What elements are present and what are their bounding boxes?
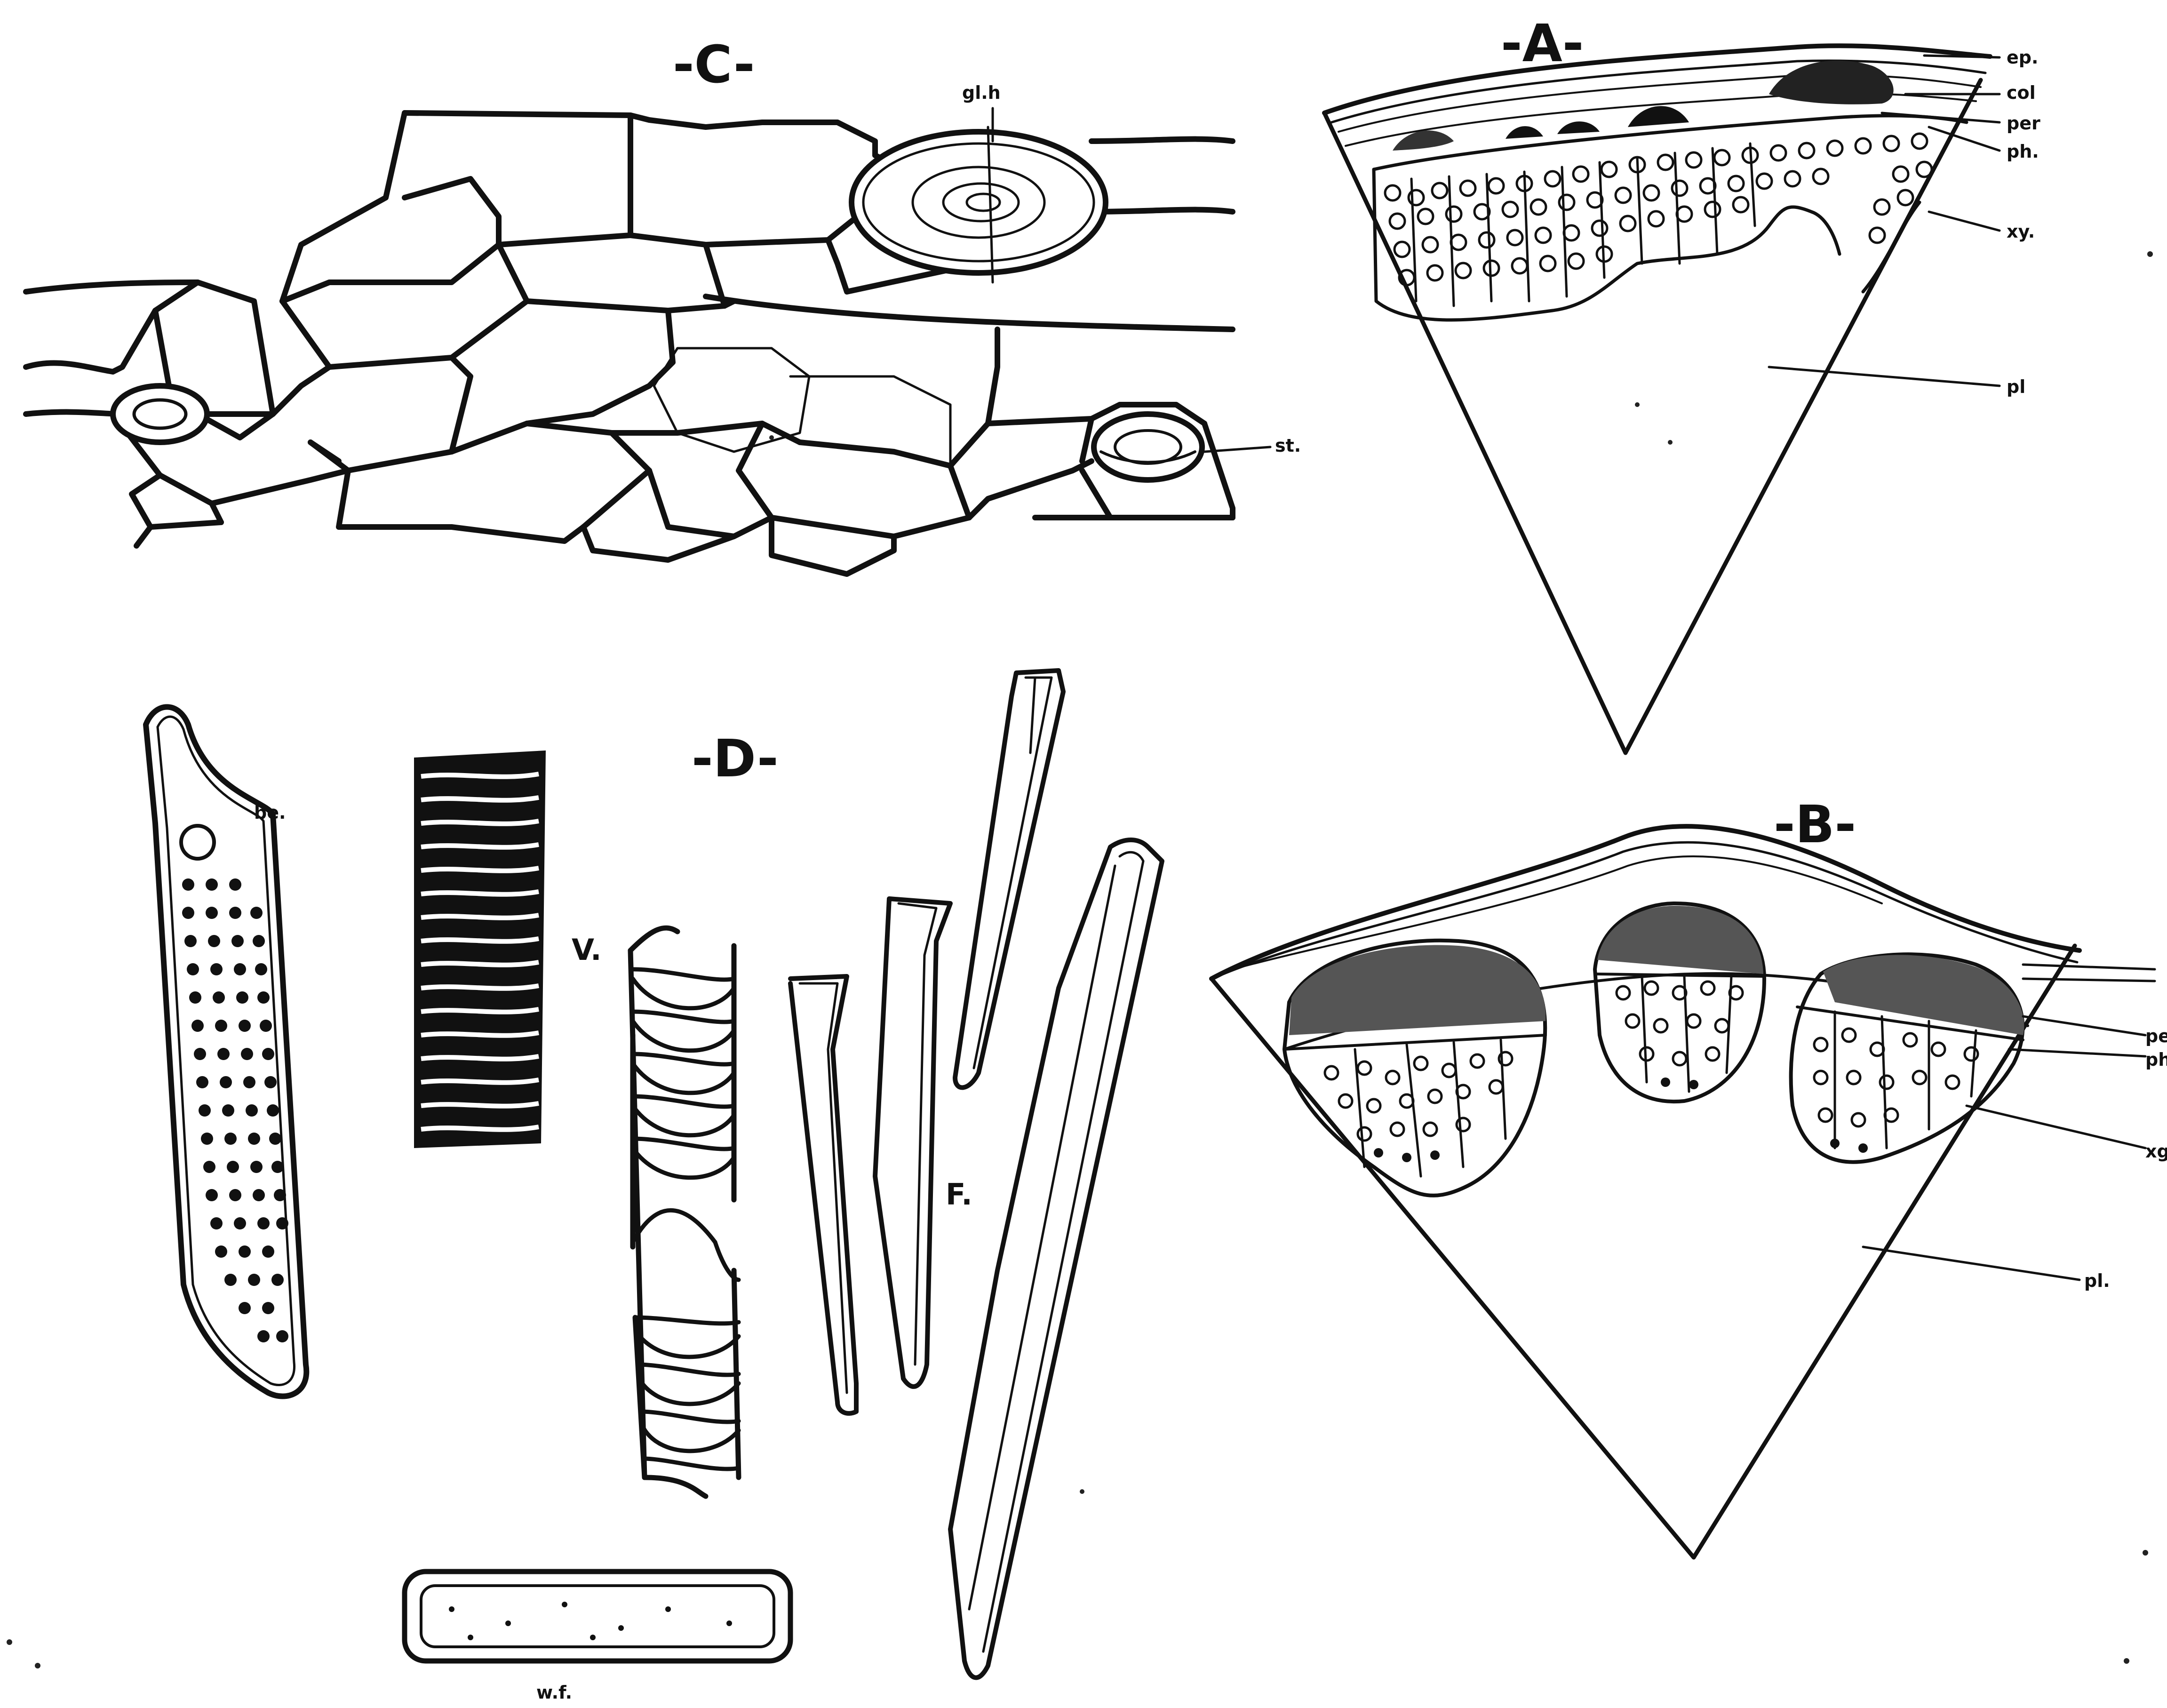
pitted-element-pits [182, 878, 288, 1342]
panel-c: -C- [26, 34, 1301, 574]
panel-c-label: -C- [673, 34, 755, 95]
label-a-xy: xy. [2007, 221, 2035, 242]
panel-a-wedge [1324, 80, 1981, 753]
label-b-xg: xg [2145, 1141, 2167, 1162]
panel-d-label: -D- [692, 728, 779, 789]
label-b-pl: pl. [2084, 1270, 2110, 1291]
label-d-v: V. [572, 933, 602, 967]
panel-a-xylem-outline [1374, 169, 1840, 320]
label-a-col: col [2007, 82, 2036, 103]
panel-a-epidermis [1324, 46, 1990, 113]
label-b-ph: ph. [2145, 1049, 2167, 1070]
stoma-right [1094, 414, 1202, 480]
label-d-be: be. [254, 802, 286, 823]
label-d-f: F. [946, 1177, 972, 1212]
label-a-per: per [2007, 113, 2040, 134]
panel-a-xylem-vessels [1385, 134, 1932, 285]
fibres [790, 670, 1162, 1677]
label-a-ep: ep. [2007, 47, 2038, 68]
label-d-wf: w.f. [536, 1682, 572, 1703]
stoma-left [113, 386, 207, 442]
label-a-ph: ph. [2007, 141, 2039, 162]
panel-a-leaders [1769, 56, 2000, 386]
panel-a: -A- [1324, 13, 2040, 753]
glandular-hair [852, 127, 1106, 282]
label-c-glh: gl.h [962, 82, 1001, 103]
spiral-vessel [630, 928, 739, 1496]
wood-fibre-cell [405, 1572, 790, 1661]
scalariform-vessel [414, 750, 546, 1148]
panel-b-wedge [1211, 946, 2075, 1557]
panel-a-collenchyma-cap [1769, 61, 1894, 104]
label-a-pl: pl [2007, 376, 2025, 397]
panel-d: -D- be. [146, 670, 1162, 1703]
panel-b: -B- [1211, 794, 2167, 1557]
label-b-per: per [2145, 1026, 2167, 1046]
label-c-st: st. [1275, 435, 1301, 456]
